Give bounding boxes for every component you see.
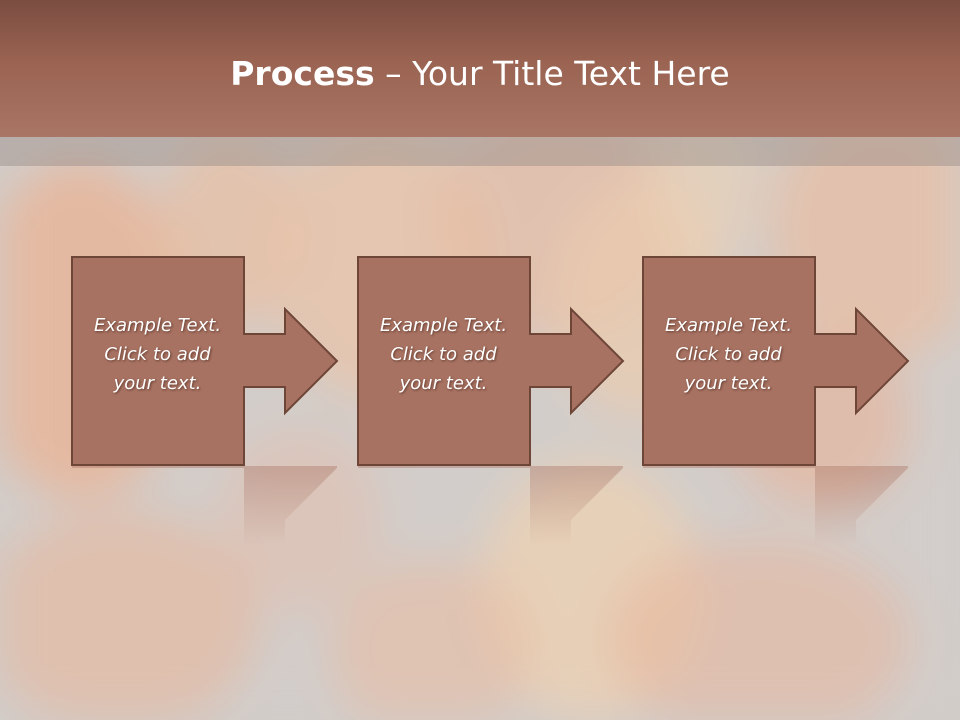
step-text-line: Example Text. [664, 315, 793, 336]
title-bar [0, 0, 960, 137]
step-reflection [357, 466, 637, 561]
step-text-line: your text. [684, 373, 773, 394]
step-reflection [642, 466, 922, 561]
process-step-2[interactable]: Example Text. Click to add your text. [357, 256, 637, 466]
process-step-3[interactable]: Example Text. Click to add your text. [642, 256, 922, 466]
step-text[interactable]: Example Text. Click to add your text. [71, 311, 244, 398]
step-text-line: your text. [113, 373, 202, 394]
step-text-line: your text. [399, 373, 488, 394]
step-reflection [71, 466, 351, 561]
arrow-right-icon [357, 256, 625, 466]
process-step-1[interactable]: Example Text. Click to add your text. [71, 256, 351, 466]
step-text[interactable]: Example Text. Click to add your text. [357, 311, 530, 398]
step-text-line: Example Text. [379, 315, 508, 336]
title-band [0, 137, 960, 166]
step-text[interactable]: Example Text. Click to add your text. [642, 311, 815, 398]
step-text-line: Click to add [675, 344, 782, 365]
step-text-line: Click to add [390, 344, 497, 365]
arrow-right-icon [71, 256, 339, 466]
title-rest: – Your Title Text Here [374, 54, 730, 93]
step-text-line: Example Text. [93, 315, 222, 336]
title-bold: Process [230, 54, 375, 93]
step-text-line: Click to add [104, 344, 211, 365]
arrow-right-icon [642, 256, 910, 466]
slide-title[interactable]: Process – Your Title Text Here [0, 52, 960, 96]
